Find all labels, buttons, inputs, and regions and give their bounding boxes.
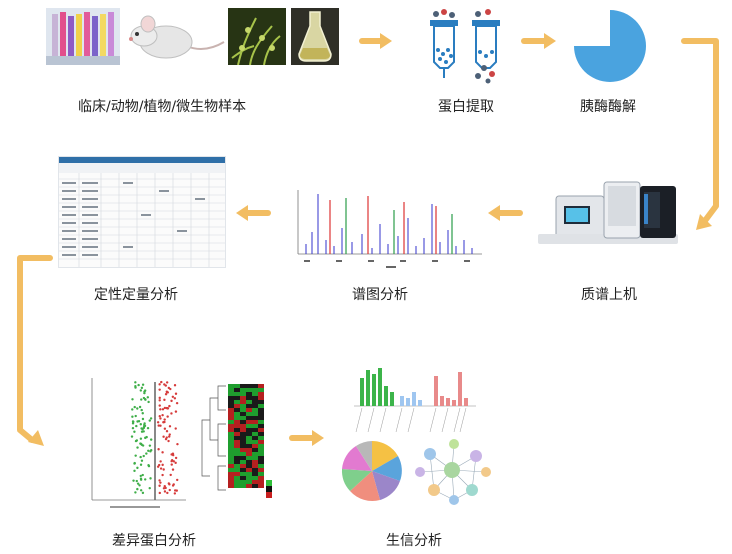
- spreadsheet-image: [58, 156, 226, 268]
- step-spectrum-label: 谱图分析: [352, 287, 408, 303]
- test-tubes-image: [46, 8, 120, 65]
- flask-image: [291, 8, 339, 65]
- step-qual-quant-label: 定性定量分析: [94, 287, 178, 303]
- mouse-image: [126, 12, 226, 62]
- volcano-plot-image: [82, 374, 188, 514]
- mass-spectrometer-image: [534, 176, 680, 248]
- step-bioinfo-label: 生信分析: [386, 533, 442, 549]
- spectrum-plot-image: [276, 184, 486, 270]
- enrichment-bar-image: [352, 362, 478, 436]
- step-extraction-label: 蛋白提取: [438, 99, 494, 115]
- network-image: [410, 434, 496, 510]
- heatmap-image: [196, 380, 282, 504]
- extraction-tubes-icon: [424, 6, 508, 86]
- go-pie-image: [334, 438, 410, 504]
- pie-chart-icon: [572, 8, 648, 84]
- step-samples-label: 临床/动物/植物/微生物样本: [78, 99, 247, 115]
- step-digestion-label: 胰酶酶解: [580, 99, 636, 115]
- plant-image: [228, 8, 286, 65]
- step-diff-label: 差异蛋白分析: [112, 533, 196, 549]
- step-ms-label: 质谱上机: [581, 287, 637, 303]
